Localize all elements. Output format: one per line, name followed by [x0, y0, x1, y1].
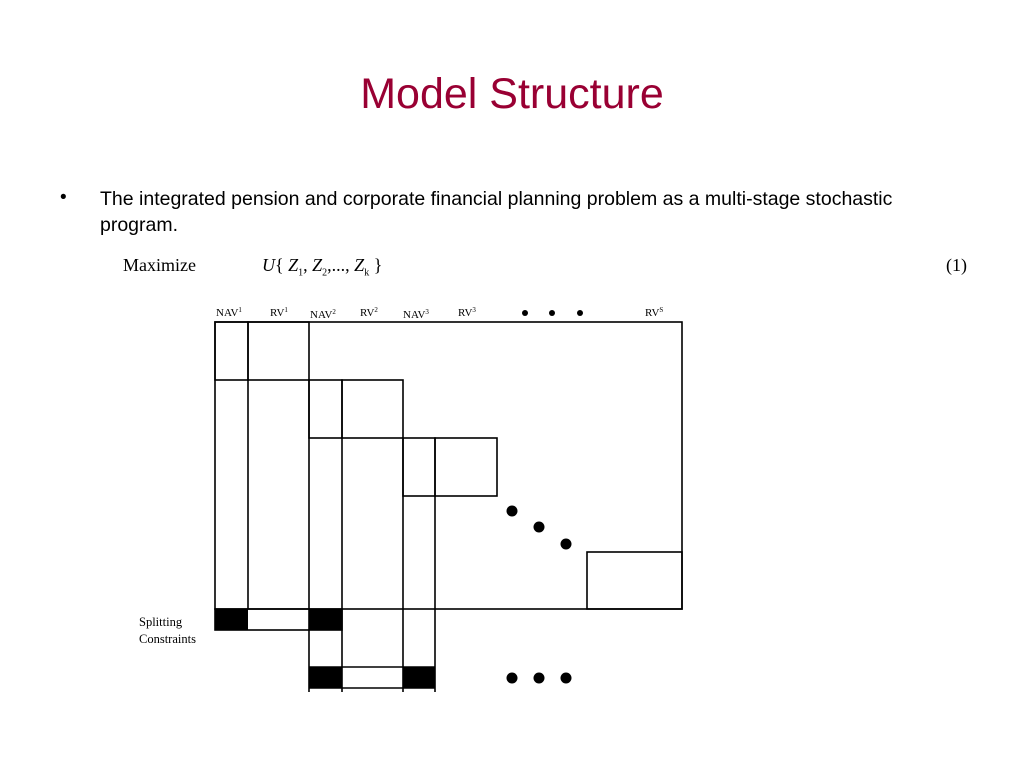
col-label-nav1: NAV1 — [216, 306, 242, 319]
diagonal-dot — [506, 505, 518, 517]
split-block-nav1 — [215, 609, 248, 630]
col-label-rv2: RV2 — [360, 306, 378, 319]
header-dot — [522, 310, 528, 316]
outer-frame — [214, 321, 683, 610]
eq-sub-2: 2 — [322, 267, 328, 279]
eq-var-2: Z — [312, 255, 323, 275]
equation-label: Maximize — [123, 255, 196, 275]
eq-close-brace: } — [373, 255, 383, 275]
bottom-dot — [560, 672, 572, 684]
stage1-rv-block — [247, 321, 310, 381]
splitting-label-line1: Splitting — [139, 615, 183, 629]
col-label-nav2: NAV2 — [310, 308, 336, 321]
header-dot — [549, 310, 555, 316]
bottom-dot — [506, 672, 518, 684]
stage3-nav-block — [402, 437, 436, 497]
final-stage-block — [586, 551, 683, 610]
col-label-rvs: RVS — [645, 306, 663, 319]
diagonal-ellipsis-dots — [506, 505, 572, 550]
header-dot — [577, 310, 583, 316]
bottom-dot — [533, 672, 545, 684]
stage2-rv-block — [341, 379, 404, 439]
header-ellipsis-dots — [522, 310, 583, 316]
equation-number: (1) — [946, 255, 967, 275]
eq-function: U — [262, 255, 275, 275]
stage2-nav-block — [308, 379, 343, 439]
col-label-rv1: RV1 — [270, 306, 288, 319]
col-label-nav3: NAV3 — [403, 308, 429, 321]
eq-sub-1: 1 — [298, 267, 304, 279]
stage1-nav-block — [214, 321, 249, 381]
slide-title: Model Structure — [360, 70, 664, 118]
bullet-text: The integrated pension and corporate fin… — [100, 188, 893, 236]
split-block-nav2-row1 — [309, 609, 342, 630]
splitting-label-line2: Constraints — [139, 632, 196, 646]
diagonal-dot — [560, 538, 572, 550]
bullet-marker: • — [60, 187, 67, 208]
splitting-filled-blocks — [215, 609, 435, 688]
eq-var-k: Z — [354, 255, 365, 275]
split-block-nav3-row2 — [403, 667, 435, 688]
eq-open-brace: { — [275, 255, 284, 275]
eq-sub-k: k — [364, 267, 370, 279]
column-labels: NAV1 RV1 NAV2 RV2 NAV3 RV3 RVS — [216, 306, 663, 321]
split-block-nav2-row2 — [309, 667, 342, 688]
stage3-rv-block — [434, 437, 498, 497]
splitting-constraints-label: Splitting Constraints — [139, 615, 196, 646]
equation-formula: U{ Z1, Z2,..., Zk } — [262, 255, 383, 279]
col-label-rv3: RV3 — [458, 306, 476, 319]
eq-ellipsis: ,..., — [327, 255, 350, 275]
eq-var-1: Z — [288, 255, 299, 275]
diagonal-dot — [533, 521, 545, 533]
bottom-ellipsis-dots — [506, 672, 572, 684]
